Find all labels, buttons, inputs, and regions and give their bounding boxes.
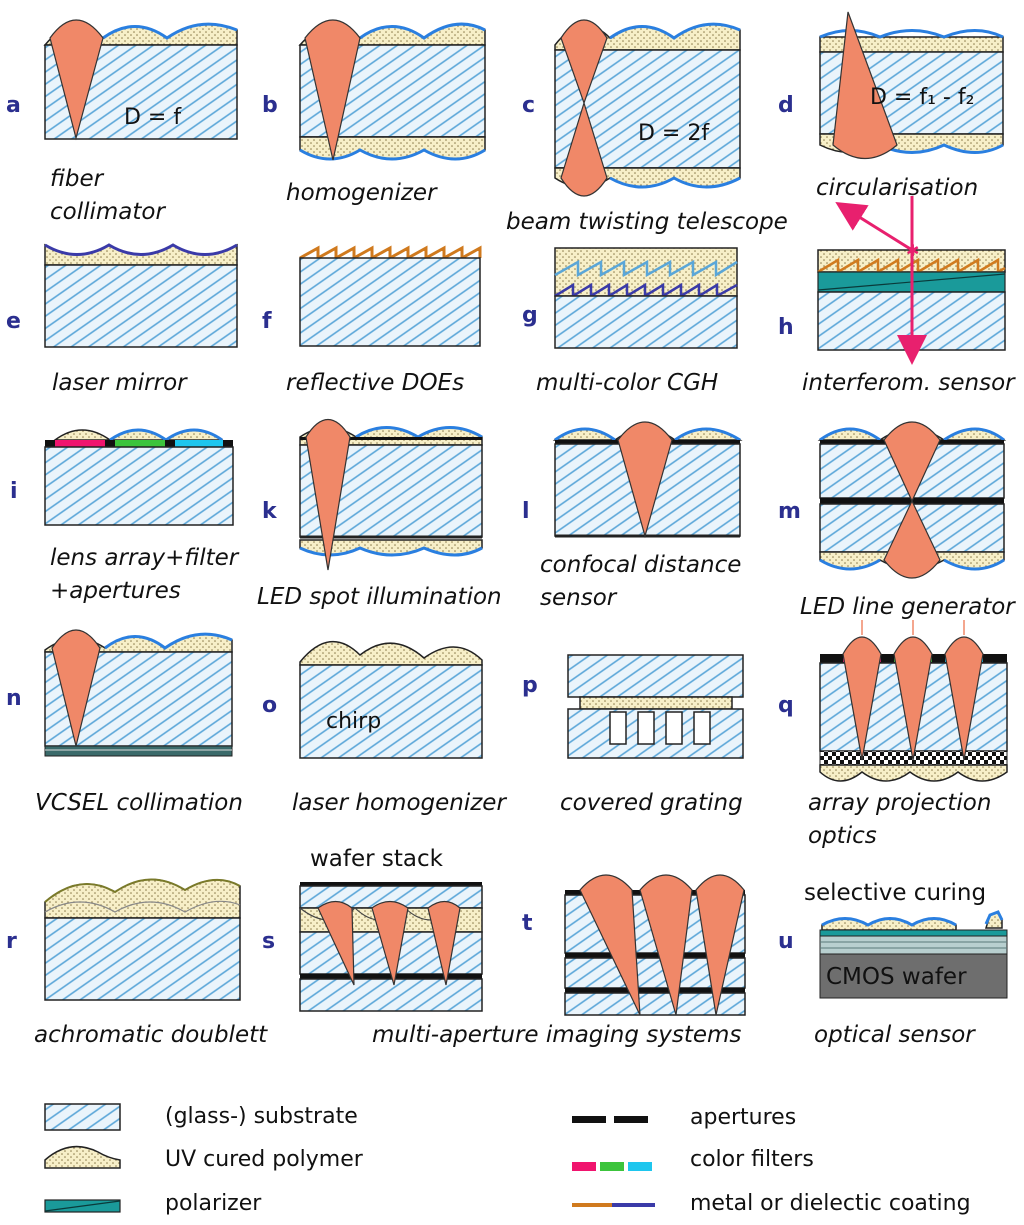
panel-label: l — [522, 499, 530, 524]
panel-e: e laser mirror — [6, 243, 238, 396]
panel-k: k LED spot illumination — [257, 419, 502, 610]
panel-label: e — [6, 309, 21, 334]
panel-label: k — [262, 499, 278, 524]
caption-line-1: array projection — [808, 790, 991, 816]
legend-substrate: (glass-) substrate — [44, 1103, 358, 1131]
caption-line-1: laser homogenizer — [292, 790, 507, 816]
panel-r: r achromatic doublett — [6, 878, 268, 1048]
inner-text: D = 2f — [638, 121, 710, 146]
panel-c: c D = 2f beam twisting telescope — [506, 19, 788, 235]
caption-line-1: LED spot illumination — [257, 584, 502, 610]
panel-label: f — [262, 309, 272, 334]
panel-label: n — [6, 686, 22, 711]
caption-line-1: multi-aperture imaging systems — [372, 1022, 741, 1048]
legend-filters-label: color filters — [690, 1147, 814, 1172]
panel-n: n VCSEL collimation — [6, 629, 243, 816]
legend-polymer-label: UV cured polymer — [165, 1147, 364, 1172]
legend-apertures-label: apertures — [690, 1105, 796, 1130]
caption-line-1: optical sensor — [814, 1022, 976, 1048]
panel-a: a D = f fiber collimator — [6, 19, 238, 225]
panel-o: o chirp laser homogenizer — [262, 640, 507, 816]
panel-label: m — [778, 499, 801, 524]
caption-line-1: beam twisting telescope — [506, 209, 788, 235]
panel-label: r — [6, 929, 17, 954]
panel-label: i — [10, 479, 18, 504]
panel-label: q — [778, 693, 794, 718]
panel-f: f reflective DOEs — [262, 245, 482, 396]
panel-t: t — [522, 874, 746, 1016]
svg-text:✱: ✱ — [906, 241, 919, 260]
legend-polymer: UV cured polymer — [44, 1145, 364, 1172]
panel-label: h — [778, 315, 794, 340]
caption-line-1: circularisation — [816, 175, 978, 201]
inner-text: D = f₁ - f₂ — [870, 85, 974, 110]
panel-label: d — [778, 93, 794, 118]
panel-p: p covered grating — [522, 654, 744, 816]
caption-line-1: fiber — [50, 166, 105, 192]
caption-line-2: collimator — [50, 199, 166, 225]
caption-line-2: sensor — [540, 585, 618, 611]
panel-b: b homogenizer — [262, 19, 486, 206]
legend-coating-label: metal or dielectic coating — [690, 1191, 971, 1216]
panel-h: h ✱ interferom. sensor — [778, 196, 1016, 396]
caption-line-1: reflective DOEs — [286, 370, 464, 396]
caption-line-1: multi-color CGH — [536, 370, 718, 396]
panel-label: g — [522, 303, 538, 328]
panel-label: s — [262, 929, 275, 954]
caption-line-1: homogenizer — [286, 180, 438, 206]
caption-line-1: confocal distance — [540, 552, 741, 578]
panel-m: m LED line generator — [778, 421, 1016, 620]
legend: (glass-) substrate UV cured polymer pola… — [44, 1103, 971, 1216]
inner-text: CMOS wafer — [826, 964, 967, 990]
legend-substrate-label: (glass-) substrate — [165, 1104, 358, 1129]
caption-line-1: covered grating — [560, 790, 743, 816]
legend-coating: metal or dielectic coating — [572, 1191, 971, 1216]
legend-polarizer: polarizer — [44, 1191, 262, 1216]
caption-line-1: interferom. sensor — [802, 370, 1016, 396]
caption-line-2: +apertures — [50, 578, 181, 604]
panel-i: i lens array+filter +apertures — [10, 428, 240, 604]
inner-text: chirp — [326, 709, 381, 734]
legend-color-filters: color filters — [572, 1147, 814, 1172]
caption-line-1: lens array+filter — [50, 545, 240, 571]
panel-l: l confocal distance sensor — [522, 421, 743, 611]
panel-label: o — [262, 693, 277, 718]
panel-label: t — [522, 911, 533, 936]
caption-line-1: VCSEL collimation — [35, 790, 243, 816]
panel-u: selective curing u CMOS wafer optical se… — [778, 880, 1008, 1048]
panel-label: u — [778, 929, 794, 954]
panel-g: g multi-color CGH — [522, 247, 738, 396]
panel-s: wafer stack s multi-aperture imaging sys… — [262, 846, 741, 1048]
panel-label: c — [522, 93, 535, 118]
panel-label: b — [262, 93, 278, 118]
caption-line-1: achromatic doublett — [34, 1022, 268, 1048]
panel-label: a — [6, 93, 21, 118]
legend-polarizer-label: polarizer — [165, 1191, 262, 1216]
caption-line-2: optics — [808, 823, 877, 849]
caption-line-1: LED line generator — [800, 594, 1016, 620]
inner-text: D = f — [124, 105, 182, 130]
top-label: selective curing — [804, 880, 986, 906]
panel-q: q array projection optics — [778, 620, 1008, 849]
panel-label: p — [522, 673, 538, 698]
legend-apertures: apertures — [572, 1105, 796, 1130]
panel-d: d D = f₁ - f₂ circularisation — [778, 11, 1004, 201]
caption-line-1: laser mirror — [52, 370, 188, 396]
top-label: wafer stack — [310, 846, 444, 872]
